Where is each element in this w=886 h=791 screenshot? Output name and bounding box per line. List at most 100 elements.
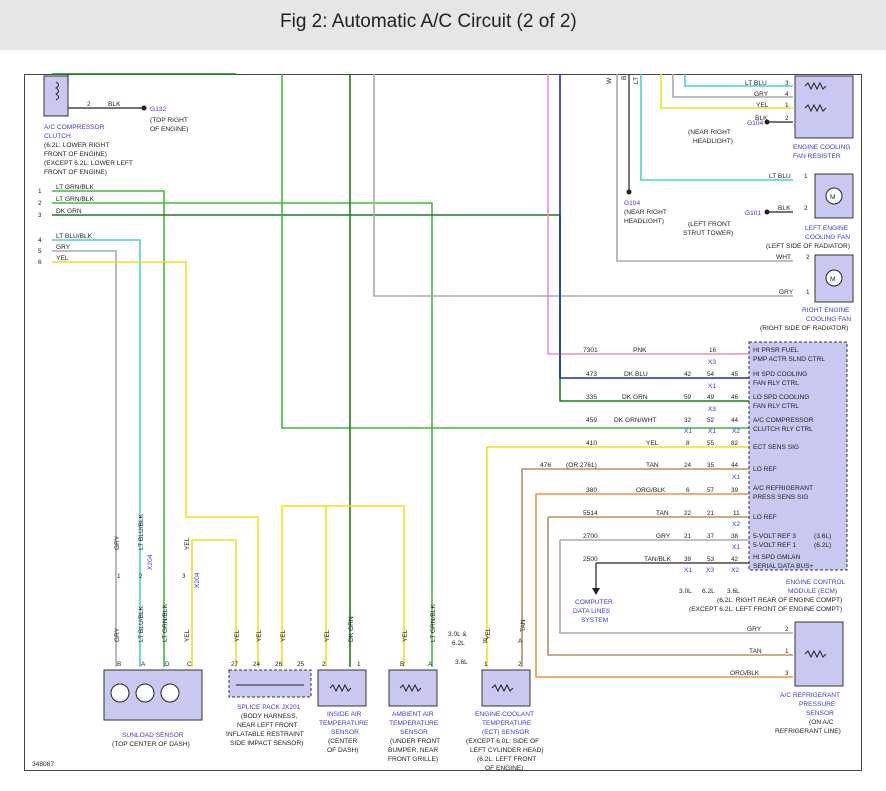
clutch-label-4: FRONT OF ENGINE) (44, 151, 107, 158)
pin-82: 82 (731, 440, 739, 447)
label-top-b: B (621, 75, 628, 80)
pin-25: 25 (297, 661, 305, 668)
circuit-380: 380 (586, 487, 597, 494)
ect-label-3: (ECT) SENSOR (482, 729, 529, 736)
ref-x3-c: X3 (706, 567, 714, 574)
diagram-frame (24, 74, 862, 771)
ecm-fn-1b: PMP ACTR SLND CTRL (753, 356, 825, 363)
left-fan-label-2: COOLING FAN (805, 234, 850, 241)
ambient-label-3: SENSOR (400, 729, 428, 736)
wire-gry-right-fan (373, 74, 793, 297)
pin-5: 5 (38, 248, 42, 255)
ref-x1-f: X1 (684, 567, 692, 574)
wire-pnk-7301 (547, 74, 749, 355)
computer-data-arrow (592, 588, 600, 595)
label-yel-ecm: YEL (646, 440, 659, 447)
pin-4: 4 (38, 237, 42, 244)
pin-rf-1: 1 (806, 289, 810, 296)
label-vltblu-upper: LT BLU/BLK (138, 513, 145, 550)
ect-label-5: LEFT CYLINDER HEAD) (470, 747, 544, 754)
right-cooling-fan: M (814, 254, 854, 303)
pin-3: 3 (38, 212, 42, 219)
pin-8: 8 (686, 440, 690, 447)
pin-x204-1: 1 (117, 573, 121, 580)
label-gry-rf: GRY (779, 289, 794, 296)
wire-top-right-bundle (616, 74, 793, 262)
ecm-fn-5: ECT SENS SIG (753, 444, 799, 451)
ref-x3-a: X3 (708, 359, 716, 366)
sunload-label-1: SUNLOAD SENSOR (122, 732, 184, 739)
pin-21-a: 21 (707, 510, 715, 517)
g132-loc-1: (TOP RIGHT (150, 117, 188, 124)
pin-42-b: 42 (731, 556, 739, 563)
splice-label-3: NEAR LEFT FRONT (237, 722, 298, 729)
g104a-label: G104 (747, 120, 763, 127)
pin-sun-b: B (117, 661, 121, 668)
ecm-fn-4a: A/C COMPRESSOR (753, 417, 814, 424)
g104b-loc-1: (NEAR RIGHT (624, 209, 667, 216)
ecm-label-2: MODULE (ECM) (788, 588, 837, 595)
pin-24-ecm: 24 (684, 462, 692, 469)
ecm-fn-3a: LO SPD COOLING (753, 394, 809, 401)
pin-26: 26 (275, 661, 283, 668)
pin-x204-3: 3 (182, 573, 186, 580)
sunload-label-2: (TOP CENTER OF DASH) (112, 741, 190, 748)
ecm-fn-2a: HI SPD COOLING (753, 371, 807, 378)
pin-55: 55 (707, 440, 715, 447)
ambient-label-1: AMBIENT AIR (392, 711, 434, 718)
label-top-lt: LT (633, 77, 640, 84)
label-org-blk-380: ORG/BLK (636, 487, 666, 494)
label-vtan-ect: TAN (520, 619, 527, 632)
label-vgry-upper: GRY (114, 535, 121, 550)
ecm-fn-10a: HI SPD GMLAN (753, 554, 801, 561)
ecm-fn-6: LO REF (753, 466, 777, 473)
wire-ac-clutch-green (281, 74, 749, 429)
label-lt-grn-blk-1: LT GRN/BLK (56, 184, 94, 191)
circuit-7301: 7301 (583, 347, 598, 354)
ecm-function-labels: HI PRSR FUEL PMP ACTR SLND CTRL HI SPD C… (753, 347, 831, 570)
ref-x204-b: X204 (194, 572, 201, 588)
label-gry-5: GRY (56, 244, 71, 251)
pin-pr-2: 2 (785, 626, 789, 633)
pin-ect-1: 1 (484, 661, 488, 668)
pin-21-b: 21 (684, 533, 692, 540)
component-labels: A/C COMPRESSOR CLUTCH (6.2L: LOWER RIGHT… (44, 124, 851, 772)
ecm-fn-4b: CLUTCH RLY CTRL (753, 426, 813, 433)
g101-loc-1: (LEFT FRONT (688, 221, 731, 228)
press-label-4: (ON A/C (809, 719, 834, 726)
pin-45: 45 (731, 371, 739, 378)
ect-variant-3: 3.6L (455, 659, 468, 666)
clutch-label-2: CLUTCH (44, 133, 71, 140)
ambient-label-6: FRONT GRILLE) (388, 756, 438, 763)
clutch-label-6: FRONT OF ENGINE) (44, 169, 107, 176)
inside-air-label-5: OF DASH) (327, 747, 359, 754)
pin-38: 38 (731, 533, 739, 540)
pin-24: 24 (253, 661, 261, 668)
wire-org-blk-380 (535, 493, 793, 678)
inside-air-sensor-box (317, 669, 367, 707)
label-lt-blu-blk-4: LT BLU/BLK (56, 233, 93, 240)
pin-42: 42 (684, 371, 692, 378)
label-or-2761: (OR 2761) (566, 462, 597, 469)
ecm-label-3: (6.2L: RIGHT REAR OF ENGINE COMPT) (717, 597, 842, 604)
pin-lf-2: 2 (804, 205, 808, 212)
g104b-label: G104 (624, 200, 640, 207)
pin-ect-2: 2 (518, 661, 522, 668)
label-vyel-lower: YEL (184, 629, 191, 642)
label-gry-2700: GRY (656, 533, 671, 540)
figure-header: Fig 2: Automatic A/C Circuit (2 of 2) (0, 0, 886, 50)
ambient-label-2: TEMPERATURE (389, 720, 439, 727)
circuit-410: 410 (586, 440, 597, 447)
engine-variant-markers: 3.0L 6.2L 3.6L 3.0L & 6.2L 3.6L (448, 588, 740, 666)
wire-lt-grn-blk-1 (52, 190, 165, 667)
figure-title: Fig 2: Automatic A/C Circuit (2 of 2) (280, 11, 577, 32)
marker-62: 6.2L (702, 588, 715, 595)
pin-fr-2: 2 (785, 115, 789, 122)
label-yel-fr: YEL (756, 102, 769, 109)
pin-53: 53 (707, 556, 715, 563)
ref-x2-b: X2 (732, 521, 740, 528)
label-dk-blu: DK BLU (624, 371, 648, 378)
ecm-fn-2b: FAN RLY CTRL (753, 380, 799, 387)
circuit-459: 459 (586, 417, 597, 424)
wire-lt-grn-blk-2 (52, 202, 433, 667)
